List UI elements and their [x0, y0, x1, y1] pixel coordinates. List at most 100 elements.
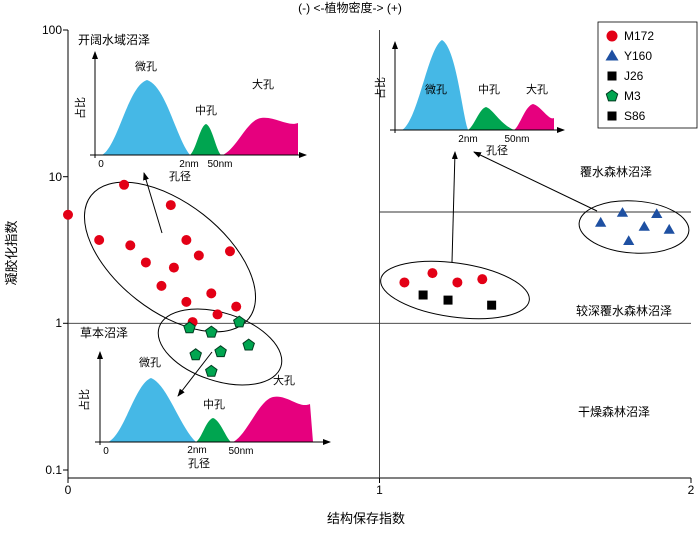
- inset3-macropore-curve: [233, 396, 313, 442]
- point-M172: [181, 296, 192, 307]
- inset1-macropore-curve: [223, 117, 298, 155]
- y-tick-10: 10: [49, 170, 63, 184]
- point-Y160: [623, 235, 635, 245]
- inset1-micropore-label: 微孔: [135, 59, 157, 73]
- inset-open-water: 开阔水域沼泽 微孔 中孔 大孔 0 2nm 50nm 孔径 占比: [73, 33, 307, 183]
- x-tick-labels: 0 1 2: [65, 483, 695, 497]
- inset1-mesopore-label: 中孔: [195, 104, 217, 117]
- inset1-macropore-label: 大孔: [252, 77, 274, 91]
- inset2-micropore-label: 微孔: [425, 82, 447, 96]
- point-M172: [156, 280, 167, 291]
- inset3-mesopore-label: 中孔: [203, 398, 225, 411]
- inset1-tick-50nm: 50nm: [207, 159, 232, 170]
- region-labels: 覆水森林沼泽 较深覆水森林沼泽 干燥森林沼泽: [576, 164, 672, 419]
- point-M3: [233, 315, 246, 328]
- y-tick-labels: 100 10 1 0.1: [42, 23, 62, 477]
- point-M172: [231, 301, 242, 312]
- point-M172: [125, 240, 136, 251]
- point-Y160: [638, 221, 650, 231]
- inset3-macropore-label: 大孔: [273, 373, 295, 387]
- legend-label-y160: Y160: [624, 49, 652, 63]
- inset1-tick-0: 0: [98, 159, 104, 170]
- legend-label-m172: M172: [624, 29, 654, 43]
- inset3-mesopore-curve: [196, 418, 231, 442]
- inset1-tick-2nm: 2nm: [179, 159, 198, 170]
- annotation-arrows: [143, 151, 598, 397]
- arrow-mid-to-inset2: [451, 151, 458, 263]
- point-M172: [477, 274, 488, 285]
- inset2-tick-50nm: 50nm: [504, 134, 529, 145]
- point-M3: [189, 348, 202, 361]
- inset2-tick-2nm: 2nm: [458, 134, 477, 145]
- point-M3: [205, 364, 218, 377]
- legend-marker-y160-triangle-icon: [605, 49, 619, 61]
- point-M172: [224, 246, 235, 257]
- point-M3: [242, 338, 255, 351]
- cluster-ellipse-y160: [578, 200, 690, 254]
- cluster-ellipses: [83, 181, 690, 386]
- x-tick-2: 2: [688, 483, 695, 497]
- legend-label-s86: S86: [624, 109, 646, 123]
- point-M172: [399, 277, 410, 288]
- point-Y160: [616, 207, 629, 217]
- inset-herbaceous: 草本沼泽 微孔 中孔 大孔 0 2nm 50nm 孔径 占比: [77, 326, 331, 470]
- inset1-mesopore-curve: [190, 124, 221, 155]
- legend-marker-j26-square-icon: [607, 71, 617, 81]
- inset2-micropore-curve: [402, 40, 468, 130]
- inset2-macropore-label: 大孔: [526, 82, 548, 96]
- inset3-tick-2nm: 2nm: [187, 445, 206, 456]
- inset2-mesopore-curve: [468, 107, 514, 130]
- point-M172: [452, 277, 463, 288]
- point-J26: [443, 295, 453, 305]
- point-M3: [214, 345, 227, 358]
- legend-label-j26: J26: [624, 69, 644, 83]
- region-dry-forest: 干燥森林沼泽: [578, 404, 650, 419]
- point-M3: [205, 325, 218, 338]
- legend-label-m3: M3: [624, 89, 641, 103]
- point-Y160: [651, 208, 663, 218]
- cluster-ellipse-m172: [83, 181, 257, 333]
- inset-covered-forest: 微孔 中孔 大孔 2nm 50nm 孔径 占比: [373, 40, 565, 157]
- point-M172: [427, 268, 438, 279]
- inset3-micropore-curve: [108, 378, 196, 442]
- region-deep-covered-forest: 较深覆水森林沼泽: [576, 303, 672, 318]
- cluster-ellipse-mid: [380, 260, 530, 320]
- y-tick-0-1: 0.1: [45, 463, 62, 477]
- inset1-title: 开阔水域沼泽: [78, 33, 150, 47]
- point-M172: [63, 209, 73, 220]
- point-M172: [181, 234, 192, 245]
- legend-marker-s86-square-icon: [607, 111, 617, 121]
- point-M172: [168, 262, 179, 273]
- inset3-title: 草本沼泽: [80, 326, 128, 340]
- point-J26: [418, 290, 428, 300]
- point-M172: [119, 179, 130, 190]
- inset3-tick-0: 0: [103, 446, 109, 457]
- y-axis-title: 凝胶化指数: [4, 220, 19, 285]
- point-M172: [94, 234, 105, 245]
- point-M172: [140, 257, 151, 268]
- arrow-y160-to-inset2: [473, 151, 598, 212]
- point-M3: [183, 321, 196, 334]
- point-M172: [165, 200, 176, 211]
- arrow-to-inset3: [177, 351, 213, 397]
- legend-marker-m3-pentagon-icon: [605, 89, 619, 102]
- inset3-y-label: 占比: [77, 389, 91, 411]
- point-S86: [487, 300, 497, 310]
- inset3-tick-50nm: 50nm: [228, 446, 253, 457]
- inset1-y-label: 占比: [73, 97, 87, 119]
- inset3-x-label: 孔径: [188, 457, 210, 470]
- point-M172: [206, 288, 217, 299]
- inset1-micropore-curve: [102, 80, 190, 155]
- y-tick-1: 1: [55, 316, 62, 330]
- inset3-micropore-label: 微孔: [139, 355, 161, 369]
- point-Y160: [663, 223, 675, 234]
- y-tick-100: 100: [42, 23, 62, 37]
- legend-marker-m172-circle-icon: [606, 30, 618, 42]
- inset2-x-label: 孔径: [486, 144, 508, 157]
- inset2-y-label: 占比: [373, 77, 387, 99]
- arrow-to-inset1: [143, 172, 163, 234]
- point-Y160: [595, 216, 607, 227]
- x-tick-1: 1: [376, 483, 383, 497]
- cluster-ellipse-m3: [157, 308, 283, 386]
